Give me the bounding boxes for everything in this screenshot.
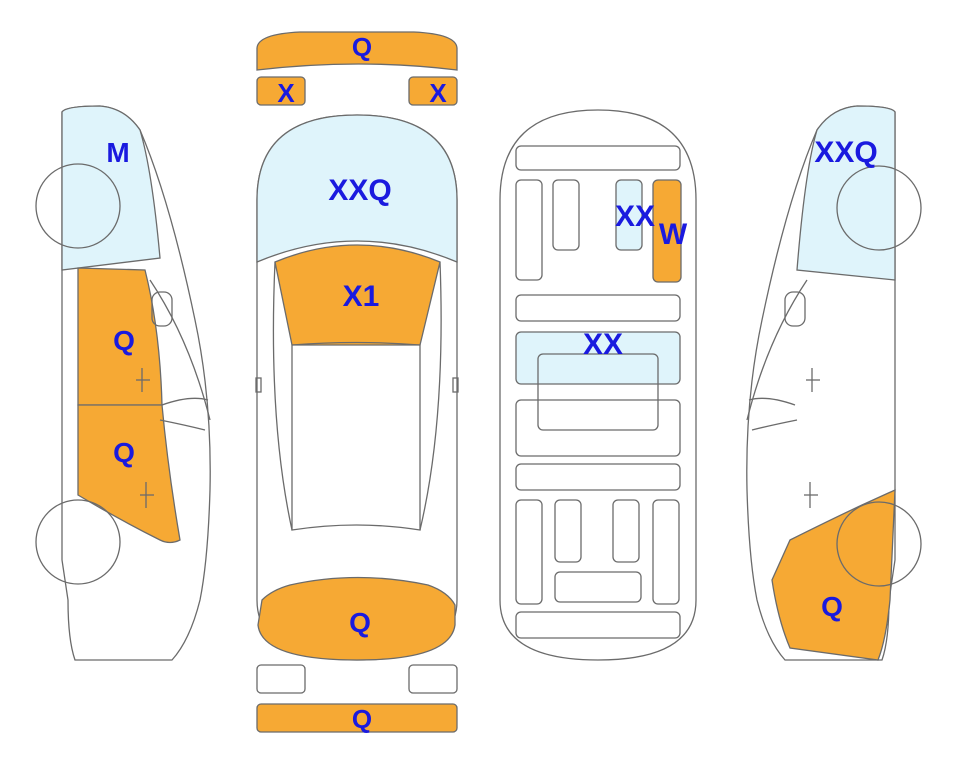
- label-rear-bumper: Q: [352, 704, 372, 734]
- right-rear-wheel: [836, 501, 922, 587]
- rear-right-trim: [652, 499, 680, 605]
- label-interior-seat: W: [659, 218, 688, 251]
- left-roof-line: [149, 279, 211, 421]
- roof-outline: [291, 341, 421, 531]
- left-side-view: M Q Q: [35, 105, 211, 661]
- left-door-trim: [515, 179, 543, 281]
- windshield-panel[interactable]: [256, 114, 458, 263]
- left-rear-door-panel[interactable]: [77, 404, 181, 544]
- front-bumper-panel[interactable]: [256, 31, 458, 71]
- rear-left-seat: [554, 499, 582, 563]
- front-seat-row: [515, 294, 681, 322]
- rear-seat-row: [515, 463, 681, 491]
- right-windshield-panel[interactable]: [796, 105, 896, 281]
- left-window-line: [161, 397, 209, 406]
- rear-left-trim: [515, 499, 543, 605]
- left-window-line-2: [159, 419, 206, 431]
- trunk-panel[interactable]: [257, 576, 456, 661]
- label-interior-console: XX: [615, 200, 655, 233]
- hood-panel[interactable]: [274, 244, 441, 346]
- rear-bumper-panel[interactable]: [256, 703, 458, 733]
- interior-body: [499, 109, 697, 661]
- right-headlight-panel[interactable]: [408, 76, 458, 106]
- middle-seat-row: [515, 399, 681, 457]
- label-right-windshield: XXQ: [814, 136, 877, 169]
- rear-shelf: [515, 611, 681, 639]
- label-right-rear-quarter: Q: [821, 591, 843, 622]
- label-right-headlight: X: [429, 78, 447, 108]
- right-pillar-line: [419, 261, 442, 531]
- label-front-bumper: Q: [352, 32, 372, 62]
- right-rear-quarter-panel[interactable]: [771, 488, 896, 661]
- left-mirror-top: [255, 377, 262, 393]
- right-mirror: [784, 291, 806, 327]
- left-rear-wheel: [35, 499, 121, 585]
- right-mirror-top: [452, 377, 459, 393]
- rear-right-seat: [612, 499, 640, 563]
- driver-seat: [552, 179, 580, 251]
- label-hood: X1: [343, 280, 380, 313]
- left-front-wheel: [35, 163, 121, 249]
- top-view: Q X X XXQ X1 Q Q: [255, 31, 459, 734]
- left-headlight-panel[interactable]: [256, 76, 306, 106]
- center-console: [537, 353, 659, 431]
- label-trunk: Q: [349, 607, 371, 638]
- right-window-line-2: [751, 419, 798, 431]
- left-mirror: [151, 291, 173, 327]
- cargo-area: [554, 571, 642, 603]
- label-windshield: XXQ: [328, 174, 391, 207]
- interior-view: XX W XX: [499, 109, 697, 661]
- left-windshield-panel[interactable]: [61, 105, 161, 271]
- right-side-view: XXQ Q: [746, 105, 922, 661]
- left-taillight: [256, 664, 306, 694]
- right-roof-line: [746, 279, 808, 421]
- label-left-rear-door: Q: [113, 437, 135, 468]
- label-left-windshield: M: [106, 137, 129, 168]
- label-left-front-door: Q: [113, 325, 135, 356]
- right-front-wheel: [836, 165, 922, 251]
- dashboard: [515, 145, 681, 171]
- label-interior-middle-row: XX: [583, 328, 623, 361]
- left-pillar-line: [272, 261, 293, 531]
- label-left-headlight: X: [277, 78, 295, 108]
- interior-middle-row-panel[interactable]: [515, 331, 681, 385]
- right-taillight: [408, 664, 458, 694]
- interior-console-panel[interactable]: [615, 179, 643, 251]
- right-window-line: [748, 397, 796, 406]
- interior-seat-panel[interactable]: [652, 179, 682, 283]
